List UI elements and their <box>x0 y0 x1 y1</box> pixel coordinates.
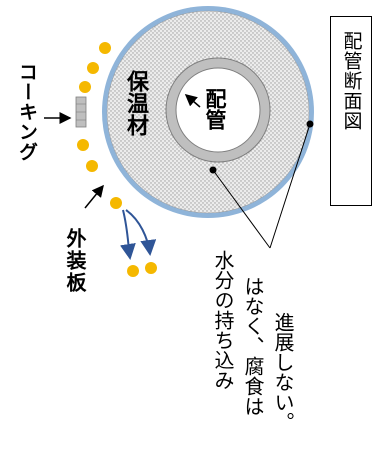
droplet <box>86 160 98 172</box>
leader-line <box>269 123 311 249</box>
droplet <box>87 62 99 74</box>
caption-block: 水分の持ち込み はなく、腐食は 進展しない。 <box>205 250 301 460</box>
jacket-pointer <box>84 184 104 209</box>
caption-line: 進展しない。 <box>271 312 295 432</box>
droplet <box>77 139 89 151</box>
leader-line <box>212 169 271 249</box>
label-insulation: 保温材 <box>123 70 148 136</box>
water-flow-arrow <box>125 209 157 256</box>
label-pipe: 配管 <box>203 88 227 130</box>
droplet <box>145 262 157 274</box>
droplet <box>110 197 122 209</box>
caption-line: はなく、腐食は <box>241 276 265 416</box>
pipe-pointer <box>184 94 201 108</box>
water-flow-arrow <box>119 209 136 260</box>
label-jacket: 外装板 <box>63 228 87 294</box>
caption-line: 水分の持ち込み <box>211 250 235 390</box>
title-box: 配管断面図 <box>330 16 372 206</box>
pipe-bore <box>175 67 261 153</box>
droplet <box>99 42 111 54</box>
droplet <box>79 81 91 93</box>
label-caulking: コーキング <box>16 62 38 162</box>
diagram-title: 配管断面図 <box>340 31 363 131</box>
droplet <box>127 265 139 277</box>
water-droplets <box>77 42 157 277</box>
